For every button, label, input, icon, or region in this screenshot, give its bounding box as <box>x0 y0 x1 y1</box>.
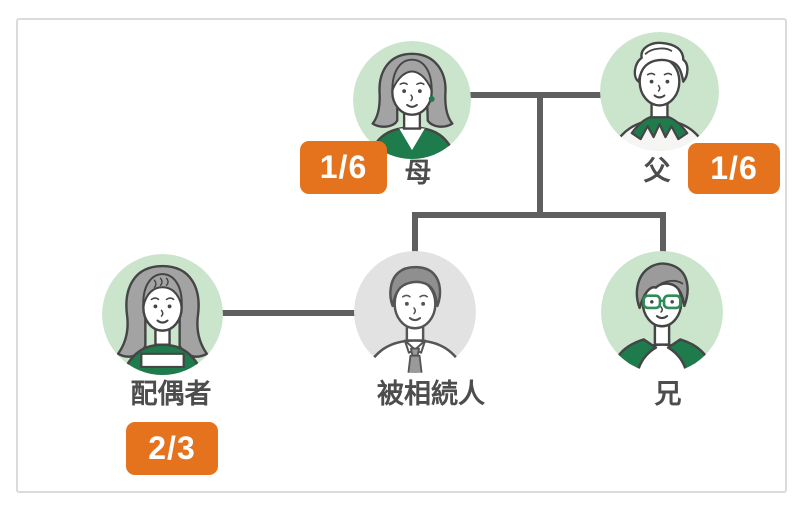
spouse-label: 配偶者 <box>130 379 212 409</box>
spouse-avatar <box>102 254 223 375</box>
brother-avatar <box>601 251 723 373</box>
father-share-badge: 1/6 <box>688 143 780 194</box>
connector-siblings-bar <box>412 212 666 218</box>
connector-to-deceased <box>412 212 418 260</box>
man-glasses-jacket-icon <box>601 251 723 373</box>
mother-label: 母 <box>404 158 432 188</box>
mother-avatar <box>353 41 471 159</box>
father-avatar <box>600 32 719 151</box>
deceased-avatar <box>354 251 476 373</box>
man-shirt-tie-icon <box>354 251 476 373</box>
man-white-hair-icon <box>600 32 719 151</box>
deceased-label: 被相続人 <box>377 379 485 409</box>
mother-share-badge: 1/6 <box>300 141 387 194</box>
woman-bob-haircut-icon <box>353 41 471 159</box>
spouse-share-badge: 2/3 <box>126 422 218 475</box>
connector-mother-father <box>460 92 610 98</box>
father-label: 父 <box>643 156 671 186</box>
connector-parents-descent <box>537 92 543 216</box>
connector-to-brother <box>660 212 666 260</box>
woman-long-hair-icon <box>102 254 223 375</box>
connector-spouse-deceased <box>215 310 365 316</box>
brother-label: 兄 <box>654 379 682 409</box>
